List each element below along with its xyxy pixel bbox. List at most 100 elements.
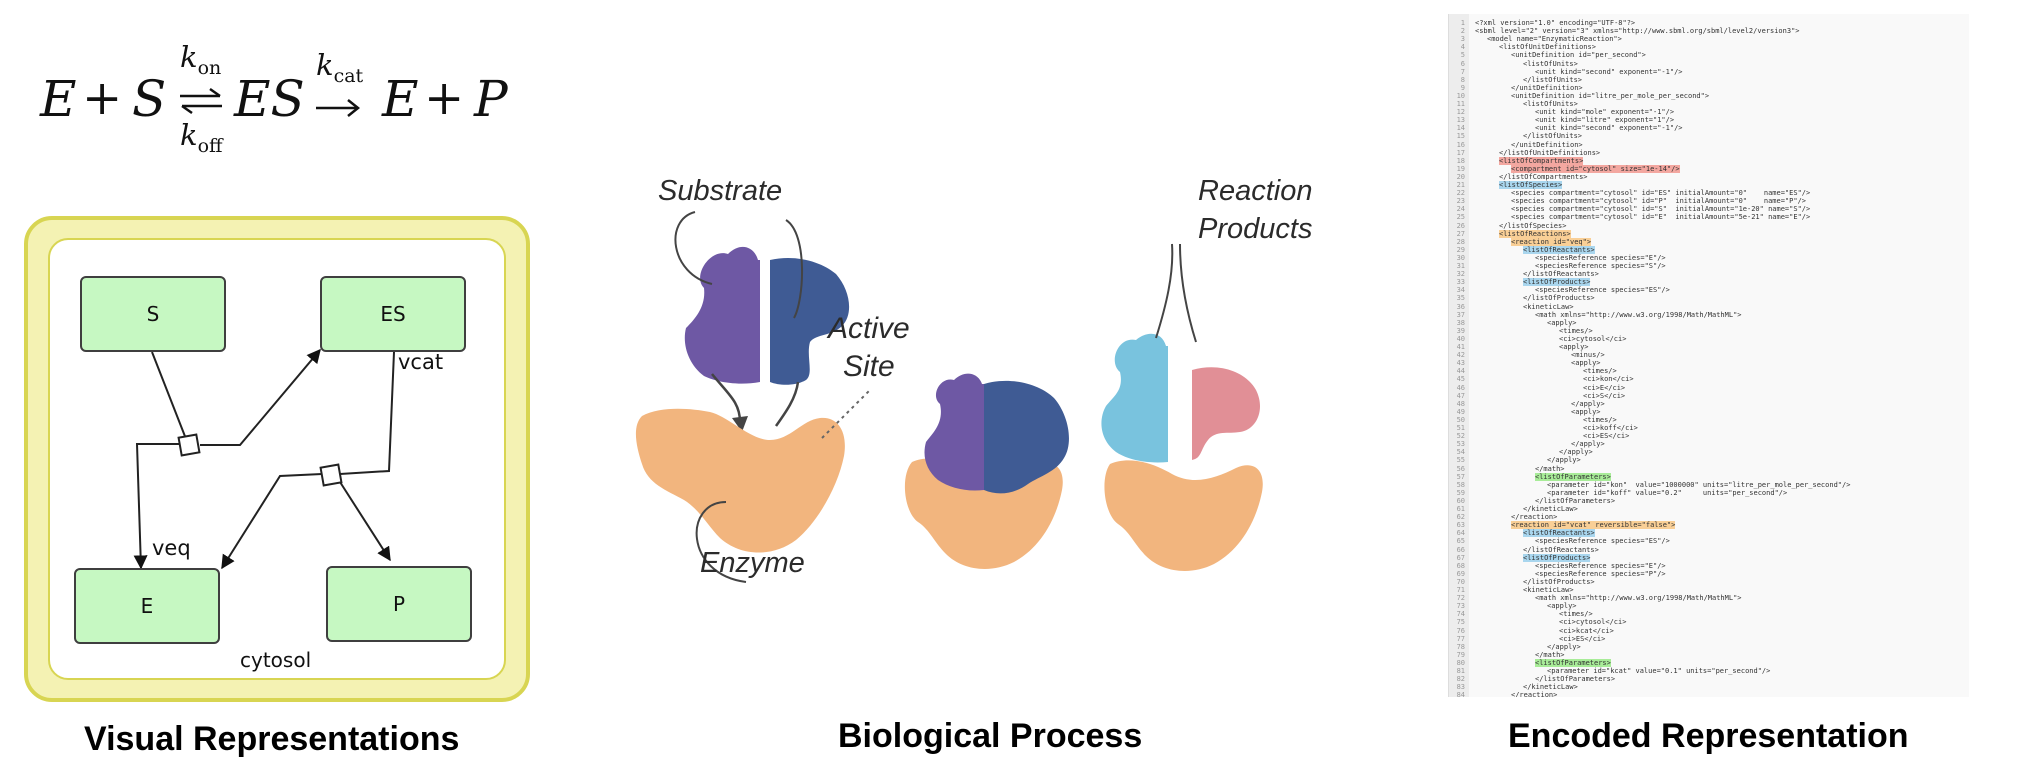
line-number: 9 [1460,83,1465,92]
reaction-equation: E + S kon koff ES kcat E + P [40,40,520,160]
line-number: 15 [1456,132,1465,141]
code-line: 26</listOfSpecies> [1449,221,1567,231]
veq-reaction-node [177,433,201,457]
line-number: 16 [1456,140,1465,149]
code-line: 12<unit kind="mole" exponent="-1"/> [1449,107,1675,117]
code-text: <apply> [1571,407,1601,416]
line-number: 79 [1456,650,1465,659]
code-line: 44 <times/> [1449,366,1617,376]
substrate-right-half [770,257,850,385]
equation-substrate: S [132,70,167,128]
code-text: </apply> [1571,440,1605,449]
line-number: 5 [1460,51,1465,60]
code-text: <minus/> [1571,351,1605,360]
label-substrate: Substrate [658,175,783,207]
species-node-s: S [80,276,226,352]
code-text: </apply> [1559,448,1593,457]
code-line: 28<reaction id="veq"> [1449,237,1592,247]
line-number: 52 [1456,432,1465,441]
code-text: </listOfUnits> [1523,132,1583,141]
code-text: <times/> [1583,367,1617,376]
line-number: 48 [1456,399,1465,408]
line-number: 21 [1456,181,1465,189]
code-line: 48</apply> [1449,399,1605,409]
code-line: 52<ci>ES</ci> [1449,431,1630,441]
line-number: 39 [1456,326,1465,335]
code-line: 82</listOfParameters> [1449,674,1616,684]
species-node-es: ES [320,276,466,352]
line-number: 29 [1456,245,1465,254]
code-line: 63<reaction id="vcat" reversible="false"… [1449,520,1676,530]
line-number: 2 [1460,27,1465,36]
line-number: 54 [1456,448,1465,457]
line-number: 37 [1456,310,1465,319]
line-number: 27 [1456,229,1465,238]
code-text: <ci>ES</ci> [1559,634,1606,643]
line-number: 56 [1456,464,1465,473]
code-line: 24 <species compartment="cytosol" id="S" … [1449,204,1811,214]
code-line: 56</math> [1449,464,1565,474]
code-line: 73<apply> [1449,601,1577,611]
code-text: </unitDefinition> [1511,83,1583,92]
line-number: 78 [1456,642,1465,651]
line-number: 61 [1456,505,1465,513]
code-line: 70</listOfProducts> [1449,577,1595,587]
code-line: 77<ci>ES</ci> [1449,634,1606,644]
substrate-pointer-lines [674,211,804,319]
code-line: 45<ci>kon</ci> [1449,374,1634,384]
code-line: 30<speciesReference species="E"/> [1449,253,1666,263]
line-number: 50 [1456,415,1465,424]
line-number: 13 [1456,116,1465,125]
line-number: 11 [1456,100,1465,108]
code-text: </listOfReactants> [1523,270,1599,279]
k-off-subscript: off [197,134,223,157]
code-line: 31<speciesReference species="S"/> [1449,261,1666,271]
code-line: 42<minus/> [1449,350,1605,360]
caption-biological-process: Biological Process [838,717,1143,755]
line-number: 26 [1456,221,1465,230]
line-number: 25 [1456,213,1465,222]
code-line: 40<ci>cytosol</ci> [1449,334,1627,344]
code-line: 10<unitDefinition id="litre_per_mole_per… [1449,91,1710,101]
code-line: 13 <unit kind="litre" exponent="1"/> [1449,115,1675,125]
line-number: 7 [1460,67,1465,76]
edge-es-to-vcat [339,351,395,475]
edge-s-to-veq [151,351,189,445]
code-text: <unit kind="litre" exponent="1"/> [1535,116,1675,125]
sbml-code-panel: 1<?xml version="1.0" encoding="UTF-8"?>2… [1448,14,1969,697]
code-text: </listOfProducts> [1523,294,1595,303]
line-number: 24 [1456,205,1465,214]
line-number: 23 [1456,197,1465,206]
line-number: 14 [1456,124,1465,133]
reaction-network [133,348,395,570]
code-text: <speciesReference species="E"/> [1535,253,1666,262]
code-text: </listOfParameters> [1535,675,1616,684]
code-text: <unit kind="second" exponent="-1"/> [1535,124,1683,133]
code-line: 36<kineticLaw> [1449,302,1574,312]
code-text: <ci>kon</ci> [1583,375,1634,384]
code-line: 75<ci>cytosol</ci> [1449,617,1627,627]
species-node-e: E [74,568,220,644]
code-line: 39<times/> [1449,326,1593,336]
code-text: <listOfParameters> [1535,472,1611,481]
caption-encoded-representation: Encoded Representation [1508,717,1909,755]
code-line: 51<ci>koff</ci> [1449,423,1638,433]
code-text: <model name="EnzymaticReaction"> [1487,35,1622,44]
line-number: 75 [1456,618,1465,627]
code-text: <sbml level="2" version="3" xmlns="http:… [1475,27,1800,36]
code-text: <listOfProducts> [1523,278,1591,287]
k-on-subscript: on [197,56,222,79]
line-number: 47 [1456,391,1465,400]
code-line: 17</listOfUnitDefinitions> [1449,148,1601,158]
code-text: </math> [1535,650,1565,659]
code-line: 79 </math> [1449,650,1565,660]
line-number: 44 [1456,367,1465,376]
code-line: 32</listOfReactants> [1449,269,1599,279]
code-line: 35</listOfProducts> [1449,293,1595,303]
code-text: </reaction> [1511,691,1558,697]
code-text: <kineticLaw> [1523,586,1574,594]
code-text: <parameter id="koff" value="0.2" units="… [1547,488,1788,497]
code-line: 67<listOfProducts> [1449,553,1591,563]
code-text: <ci>kcat</ci> [1559,626,1614,635]
code-text: <species compartment="cytosol" id="S" in… [1511,205,1811,214]
